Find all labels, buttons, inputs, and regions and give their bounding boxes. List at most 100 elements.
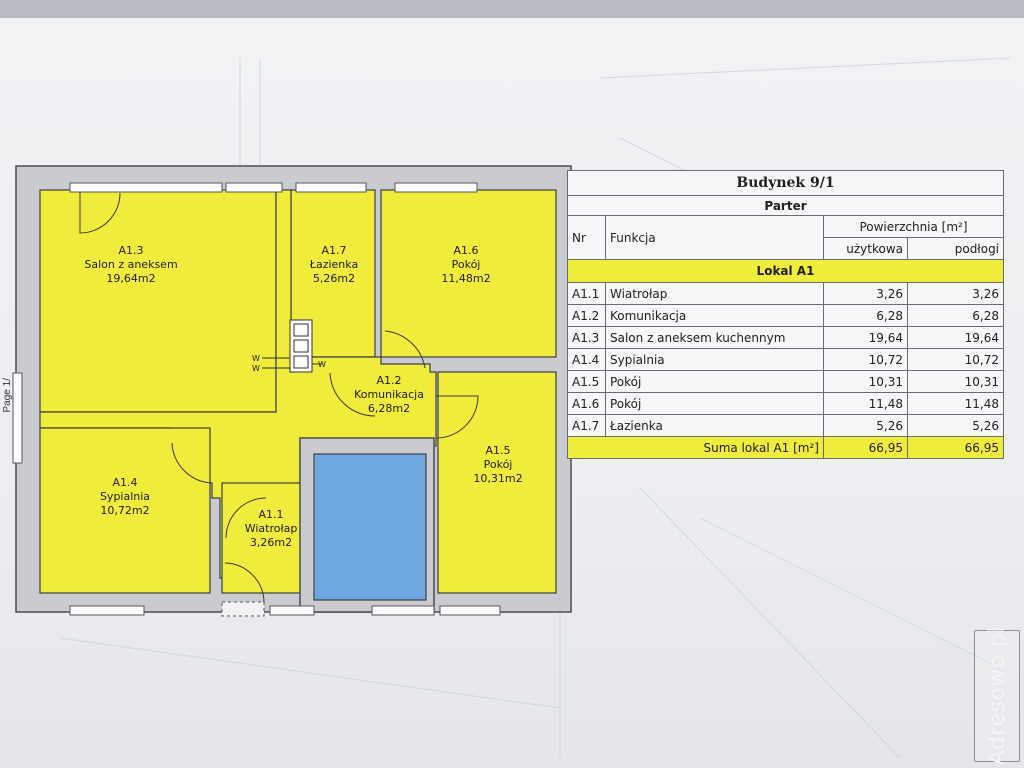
window	[394, 182, 478, 193]
row-function: Wiatrołap	[605, 282, 824, 305]
table-row: A1.6 Pokój 11,48 11,48	[567, 392, 1005, 415]
room-id: A1.2	[376, 374, 402, 387]
row-usable: 11,48	[823, 392, 908, 415]
door-swing	[171, 442, 213, 484]
room-id: A1.7	[321, 244, 347, 257]
entrance	[221, 601, 265, 617]
door-swing	[329, 372, 376, 417]
room-name: Pokój	[451, 258, 481, 271]
row-nr: A1.4	[567, 348, 606, 371]
room-id: A1.6	[453, 244, 479, 257]
row-floor: 3,26	[906, 282, 1005, 305]
watermark-text: Adresowo.pl	[984, 626, 1010, 766]
room-id: A1.1	[258, 508, 284, 521]
room-area: 11,48m2	[441, 272, 491, 285]
room-label-a1-3: A1.3 Salon z aneksem 19,64m2	[84, 244, 177, 286]
room-id: A1.4	[112, 476, 138, 489]
window	[12, 372, 23, 464]
window	[69, 182, 223, 193]
room-name: Wiatrołap	[244, 522, 298, 535]
room-label-a1-1: A1.1 Wiatrołap 3,26m2	[245, 508, 298, 550]
row-function: Pokój	[605, 370, 824, 393]
vent-ducts	[262, 319, 322, 373]
room-name: Komunikacja	[354, 388, 424, 401]
paper-sheet: W W W Page 1/ A1.3 Salon z aneksem 19,64…	[0, 18, 1024, 768]
row-nr: A1.7	[567, 414, 606, 437]
room-area: 19,64m2	[106, 272, 156, 285]
vent-mark: W	[252, 364, 260, 373]
room-label-a1-4: A1.4 Sypialnia 10,72m2	[100, 476, 150, 518]
table-row: A1.4 Sypialnia 10,72 10,72	[567, 348, 1005, 371]
window	[371, 605, 435, 616]
row-nr: A1.6	[567, 392, 606, 415]
door-swing	[435, 395, 479, 439]
row-function: Łazienka	[605, 414, 824, 437]
row-function: Salon z aneksem kuchennym	[605, 326, 824, 349]
room-id: A1.3	[118, 244, 144, 257]
room-name: Pokój	[483, 458, 513, 471]
row-usable: 10,72	[823, 348, 908, 371]
floor-plan: W W W	[12, 165, 572, 617]
room-name: Salon z aneksem	[84, 258, 178, 271]
table-subtitle: Parter	[566, 195, 1005, 216]
room-area: 5,26m2	[312, 272, 356, 285]
room-name: Łazienka	[309, 258, 359, 271]
room-a1-6	[380, 189, 557, 358]
sum-floor: 66,95	[906, 436, 1005, 459]
page-tag: Page 1/	[2, 378, 13, 413]
room-label-a1-7: A1.7 Łazienka 5,26m2	[310, 244, 358, 286]
header-usable: użytkowa	[823, 237, 908, 260]
shaft	[313, 453, 427, 601]
table-title: Budynek 9/1	[566, 170, 1005, 196]
watermark-logo: Adresowo.pl	[974, 626, 1020, 766]
row-function: Pokój	[605, 392, 824, 415]
table-row: A1.7 Łazienka 5,26 5,26	[567, 414, 1005, 437]
room-label-a1-2: A1.2 Komunikacja 6,28m2	[354, 374, 424, 416]
table-row: A1.1 Wiatrołap 3,26 3,26	[567, 282, 1005, 305]
row-function: Sypialnia	[605, 348, 824, 371]
header-area: Powierzchnia [m²]	[822, 215, 1005, 238]
room-area: 10,72m2	[100, 504, 150, 517]
door-swing	[224, 562, 265, 604]
row-nr: A1.5	[567, 370, 606, 393]
window	[69, 605, 145, 616]
area-table: Budynek 9/1 Parter Nr Funkcja Powierzchn…	[566, 170, 1005, 459]
row-floor: 10,72	[906, 348, 1005, 371]
door-swing	[384, 330, 426, 369]
row-usable: 5,26	[823, 414, 908, 437]
door-swing	[225, 497, 267, 539]
row-nr: A1.1	[567, 282, 606, 305]
room-area: 6,28m2	[367, 402, 411, 415]
header-function: Funkcja	[605, 215, 824, 260]
row-function: Komunikacja	[605, 304, 824, 327]
window	[439, 605, 501, 616]
table-row: A1.3 Salon z aneksem kuchennym 19,64 19,…	[567, 326, 1005, 349]
header-nr: Nr	[567, 215, 606, 260]
table-row: A1.5 Pokój 10,31 10,31	[567, 370, 1005, 393]
room-a1-1	[221, 482, 305, 594]
row-floor: 6,28	[906, 304, 1005, 327]
room-label-a1-6: A1.6 Pokój 11,48m2	[441, 244, 490, 286]
room-name: Sypialnia	[99, 490, 151, 503]
window	[269, 605, 315, 616]
row-usable: 6,28	[823, 304, 908, 327]
sum-row: Suma lokal A1 [m²] 66,95 66,95	[567, 436, 1005, 459]
row-usable: 10,31	[823, 370, 908, 393]
row-floor: 5,26	[906, 414, 1005, 437]
room-a1-5	[437, 371, 557, 594]
row-usable: 3,26	[823, 282, 908, 305]
row-floor: 19,64	[906, 326, 1005, 349]
sum-usable: 66,95	[823, 436, 908, 459]
vent-mark: W	[318, 360, 326, 369]
header-floor: podłogi	[906, 237, 1005, 260]
room-area: 3,26m2	[249, 536, 293, 549]
door-swing	[79, 192, 121, 234]
window	[225, 182, 283, 193]
room-a1-3	[39, 189, 277, 413]
row-nr: A1.2	[567, 304, 606, 327]
room-area: 10,31m2	[473, 472, 523, 485]
room-id: A1.5	[485, 444, 511, 457]
row-nr: A1.3	[567, 326, 606, 349]
room-a1-4	[39, 427, 211, 594]
vent-mark: W	[252, 354, 260, 363]
